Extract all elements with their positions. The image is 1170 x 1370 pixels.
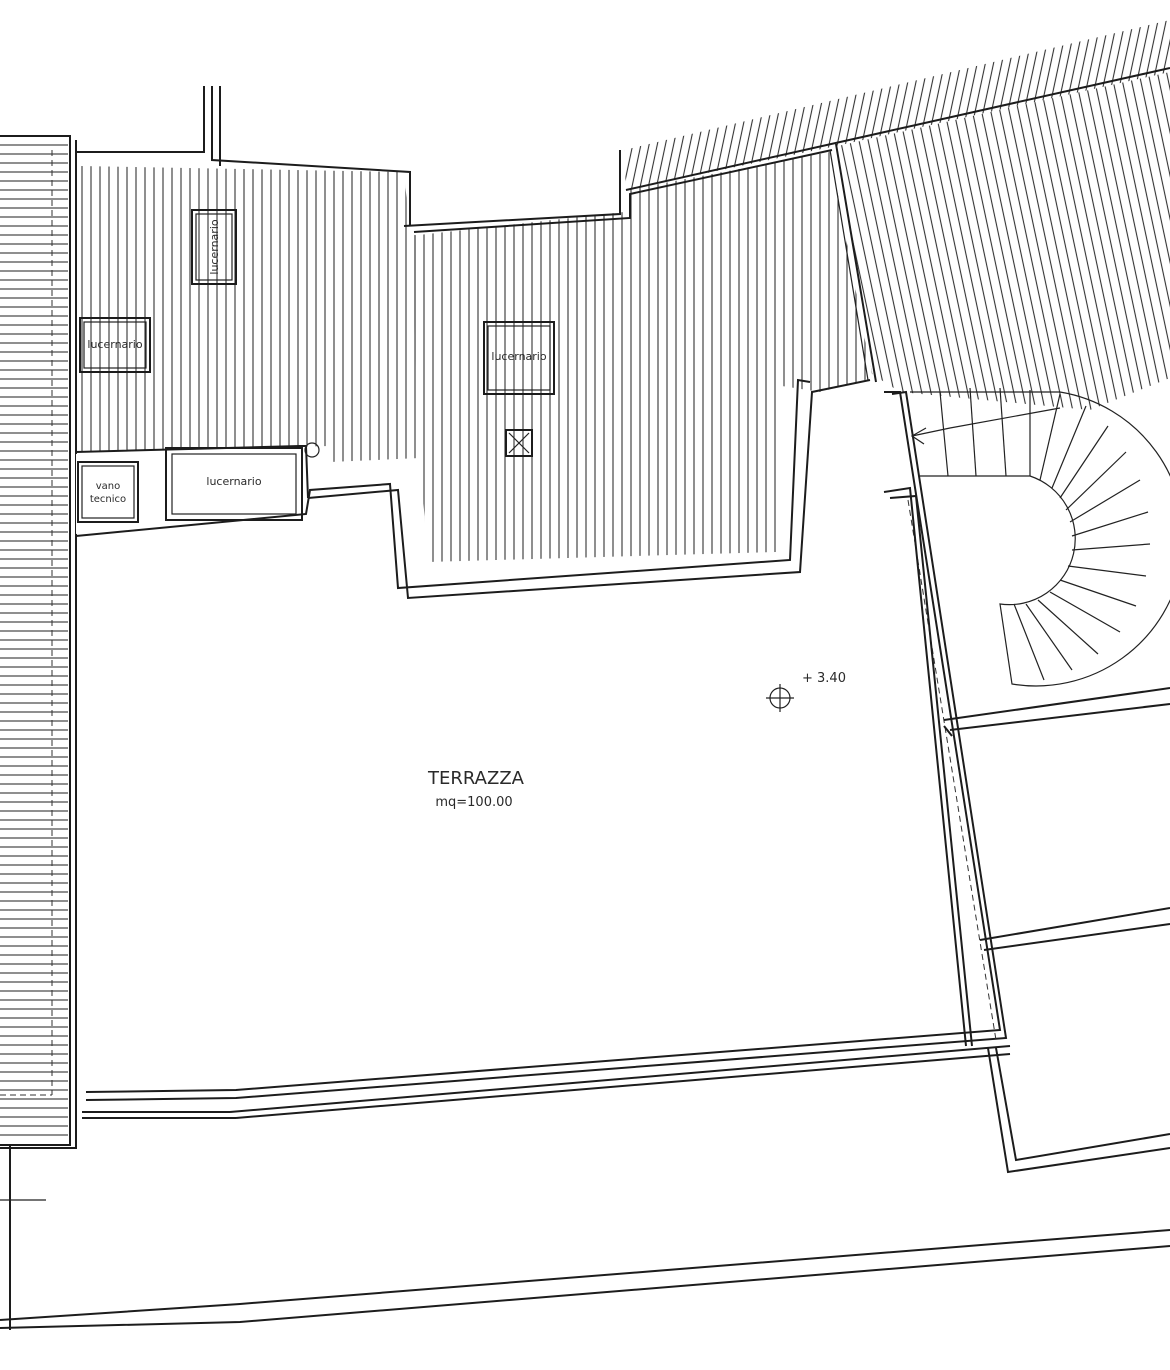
skylight-4: lucernario	[165, 447, 303, 521]
svg-text:lucernario: lucernario	[87, 338, 142, 351]
technical-band	[75, 378, 871, 600]
lower-right-balconies	[943, 687, 1170, 1174]
svg-text:tecnico: tecnico	[90, 494, 126, 505]
room-name: TERRAZZA	[427, 768, 525, 789]
spiral-staircase	[883, 387, 1170, 1047]
skylight-3: lucernario	[483, 321, 555, 395]
svg-text:lucernario: lucernario	[206, 475, 261, 488]
skylight-2: lucernario	[79, 317, 151, 373]
svg-text:lucernario: lucernario	[491, 350, 546, 363]
site-boundary	[0, 1146, 1170, 1330]
skylight-1: lucernario	[191, 209, 237, 285]
technical-room: vano tecnico	[77, 461, 139, 523]
left-roof-strip	[0, 135, 77, 1149]
svg-text:vano: vano	[96, 481, 121, 492]
roof-section-center	[403, 149, 872, 562]
elevation-label: + 3.40	[802, 671, 846, 686]
elevation-marker: + 3.40	[766, 671, 846, 712]
roof-section-left	[76, 86, 420, 462]
roof-vent	[505, 429, 533, 457]
svg-text:lucernario: lucernario	[208, 219, 221, 274]
room-area: mq=100.00	[435, 795, 512, 810]
roof-section-right	[624, 20, 1170, 410]
terrace	[82, 390, 1011, 1119]
